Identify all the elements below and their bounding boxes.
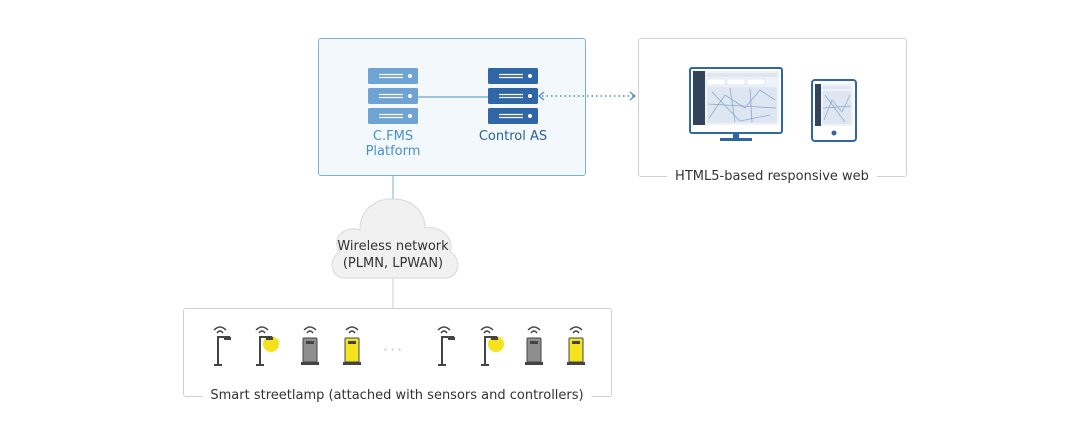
sensor-box-icon [525,326,543,365]
streetlamp-icon [437,326,455,366]
sensor-box-yellow-icon [567,326,585,365]
sensor-box-icon [301,326,319,365]
control-to-web-arrow [537,91,637,101]
streetlamp-lit-icon [480,326,504,366]
control-as-label: Control AS [478,129,548,144]
streetlamp-lit-icon [255,326,279,366]
streetlamp-icon [213,326,231,366]
cfms-label-line1: C.FMS [372,129,414,144]
server-stack-icon [488,68,538,124]
desktop-monitor-icon [689,67,783,141]
streetlamp-caption: Smart streetlamp (attached with sensors … [202,388,592,404]
server-stack-icon [368,68,418,124]
tablet-icon [811,79,857,142]
platform-container [318,38,586,176]
cfms-label-line2: Platform [365,144,421,159]
device-ellipsis: ··· [383,340,405,359]
cloud-icon [331,198,459,279]
web-caption: HTML5-based responsive web [667,169,877,185]
sensor-box-yellow-icon [343,326,361,365]
network-label-line2: (PLMN, LPWAN) [342,256,444,271]
network-label-line1: Wireless network [337,239,449,254]
